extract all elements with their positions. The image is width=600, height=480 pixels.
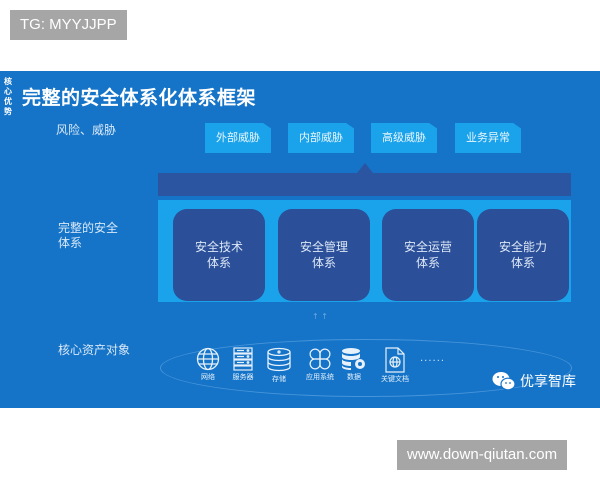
system-box-management: 安全管理体系 bbox=[278, 209, 370, 301]
threat-advanced: 高级威胁 bbox=[371, 123, 437, 153]
server-icon bbox=[233, 347, 253, 371]
threat-list: 外部威胁 内部威胁 高级威胁 业务异常 bbox=[205, 123, 535, 153]
system-box-line1: 安全能力 bbox=[498, 240, 547, 254]
system-row-label-line2: 体系 bbox=[58, 236, 83, 250]
system-box-capability: 安全能力体系 bbox=[477, 209, 569, 301]
watermark-bottom: www.down-qiutan.com bbox=[397, 440, 568, 470]
system-box-line1: 安全运营 bbox=[403, 240, 452, 254]
asset-network: 网络 bbox=[188, 347, 228, 382]
arrow-up-icon bbox=[357, 163, 373, 173]
system-box-line2: 体系 bbox=[311, 256, 336, 270]
watermark-top: TG: MYYJJPP bbox=[10, 10, 127, 40]
asset-label: 数据 bbox=[347, 373, 361, 381]
system-row-label-line1: 完整的安全 bbox=[58, 221, 119, 235]
side-tag-char: 优 bbox=[4, 97, 12, 106]
threat-external: 外部威胁 bbox=[205, 123, 271, 153]
threat-business-anomaly: 业务异常 bbox=[455, 123, 521, 153]
storage-disk-icon bbox=[267, 347, 291, 372]
side-tag: 核 心 优 势 bbox=[2, 77, 14, 117]
system-box-technology: 安全技术体系 bbox=[173, 209, 265, 301]
brand-name: 优享智库 bbox=[520, 374, 576, 390]
asset-label: 应用系统 bbox=[306, 373, 334, 381]
threat-internal: 内部威胁 bbox=[288, 123, 354, 153]
system-box-line2: 体系 bbox=[510, 256, 535, 270]
document-globe-icon bbox=[385, 347, 405, 373]
asset-storage: 存储 bbox=[259, 347, 299, 384]
slide-title: 完整的安全体系化体系框架 bbox=[22, 87, 257, 109]
system-box-operations: 安全运营体系 bbox=[382, 209, 474, 301]
side-tag-char: 心 bbox=[4, 87, 12, 96]
side-tag-char: 势 bbox=[4, 107, 12, 116]
asset-row-label: 核心资产对象 bbox=[58, 343, 131, 357]
system-box-line1: 安全技术 bbox=[194, 240, 243, 254]
small-arrows-icon: ↑ ↑ bbox=[312, 312, 328, 321]
more-assets-ellipsis: ...... bbox=[420, 353, 446, 364]
system-box-line2: 体系 bbox=[415, 256, 440, 270]
threat-row-label: 风险、威胁 bbox=[56, 123, 117, 137]
asset-ellipse bbox=[160, 339, 572, 397]
wechat-icon bbox=[492, 372, 516, 391]
asset-server: 服务器 bbox=[223, 347, 263, 382]
brand: 优享智库 bbox=[492, 371, 576, 391]
asset-label: 网络 bbox=[201, 373, 215, 381]
slide: 核 心 优 势 完整的安全体系化体系框架 风险、威胁 完整的安全 体系 核心资产… bbox=[0, 71, 600, 408]
asset-label: 服务器 bbox=[232, 373, 254, 381]
globe-icon bbox=[196, 347, 220, 371]
database-gear-icon bbox=[342, 348, 365, 370]
asset-label: 关键文档 bbox=[381, 375, 409, 383]
app-grid-icon bbox=[309, 348, 331, 370]
system-frame: 安全技术体系 安全管理体系 安全运营体系 安全能力体系 bbox=[158, 200, 571, 302]
side-tag-char: 核 bbox=[4, 77, 12, 86]
asset-label: 存储 bbox=[272, 375, 286, 383]
system-box-line2: 体系 bbox=[206, 256, 231, 270]
asset-data: 数据 bbox=[334, 347, 374, 382]
asset-key-document: 关键文档 bbox=[375, 347, 415, 384]
defense-bar bbox=[158, 173, 571, 196]
system-box-line1: 安全管理 bbox=[299, 240, 348, 254]
system-row-label: 完整的安全 体系 bbox=[58, 221, 118, 251]
asset-app-system: 应用系统 bbox=[300, 347, 340, 382]
